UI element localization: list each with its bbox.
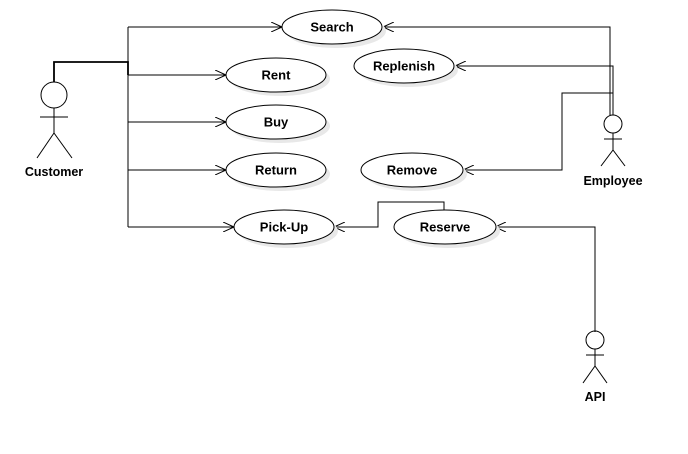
use-case-rent-label: Rent (262, 68, 292, 83)
use-case-reserve-label: Reserve (420, 220, 471, 235)
use-case-search[interactable]: Search (281, 9, 386, 48)
api-reserve-edge[interactable] (495, 227, 596, 332)
stick-figure-icon (600, 114, 626, 167)
use-case-pickup[interactable]: Pick-Up (233, 209, 338, 248)
employee-search-edge[interactable] (383, 27, 611, 115)
use-case-search-label: Search (310, 20, 353, 35)
use-case-buy-label: Buy (264, 115, 289, 130)
use-case-rent[interactable]: Rent (225, 57, 330, 96)
use-case-remove[interactable]: Remove (360, 152, 467, 191)
use-case-return-label: Return (255, 163, 297, 178)
reserve-pickup-edge[interactable] (334, 201, 445, 227)
employee-replenish-edge[interactable] (455, 66, 614, 115)
use-case-replenish-label: Replenish (373, 59, 435, 74)
actor-customer-label: Customer (25, 165, 83, 179)
stick-figure-icon (582, 330, 608, 384)
customer-connector[interactable] (53, 61, 129, 82)
actor-employee[interactable]: Employee (583, 114, 643, 188)
use-case-pickup-label: Pick-Up (260, 220, 308, 235)
stick-figure-icon (36, 81, 73, 159)
use-case-replenish[interactable]: Replenish (353, 48, 458, 87)
actor-employee-label: Employee (583, 174, 642, 188)
actor-api-label: API (585, 390, 606, 404)
use-case-return[interactable]: Return (225, 152, 330, 191)
actor-customer[interactable]: Customer (25, 81, 83, 179)
use-case-reserve[interactable]: Reserve (393, 209, 500, 248)
use-case-remove-label: Remove (387, 163, 438, 178)
actor-api[interactable]: API (582, 330, 608, 404)
employee-remove-edge[interactable] (463, 92, 614, 170)
connectors (53, 27, 614, 332)
use-case-buy[interactable]: Buy (225, 104, 330, 143)
